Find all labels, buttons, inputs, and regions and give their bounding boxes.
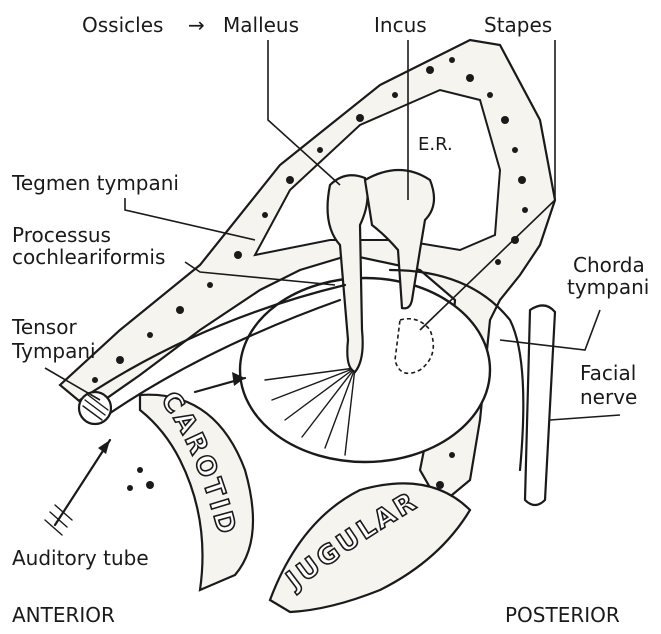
label-ossicles: Ossicles xyxy=(82,13,163,37)
label-er: E.R. xyxy=(418,134,453,155)
label-facial-2: nerve xyxy=(580,385,637,409)
label-tensor-2: Tympani xyxy=(11,339,96,363)
cavity-arrow xyxy=(195,372,245,392)
label-anterior: ANTERIOR xyxy=(12,603,115,627)
facial-nerve xyxy=(525,305,555,505)
label-processus-1: Processus xyxy=(12,223,111,247)
label-stapes: Stapes xyxy=(484,13,552,37)
label-chorda-2: tympani xyxy=(567,275,649,299)
label-tensor-1: Tensor xyxy=(11,315,77,339)
tympanic-membrane xyxy=(240,278,490,462)
label-processus-2: cochleariformis xyxy=(12,245,165,269)
label-arrow: → xyxy=(188,13,205,37)
label-chorda-1: Chorda xyxy=(573,253,645,277)
label-auditory-tube: Auditory tube xyxy=(12,546,149,570)
auditory-tube-arrow xyxy=(45,440,110,535)
label-facial-1: Facial xyxy=(580,361,636,385)
label-posterior: POSTERIOR xyxy=(505,603,620,627)
leader-facial xyxy=(550,415,620,420)
label-malleus: Malleus xyxy=(223,13,299,37)
label-incus: Incus xyxy=(374,13,427,37)
label-tegmen: Tegmen tympani xyxy=(11,171,179,195)
